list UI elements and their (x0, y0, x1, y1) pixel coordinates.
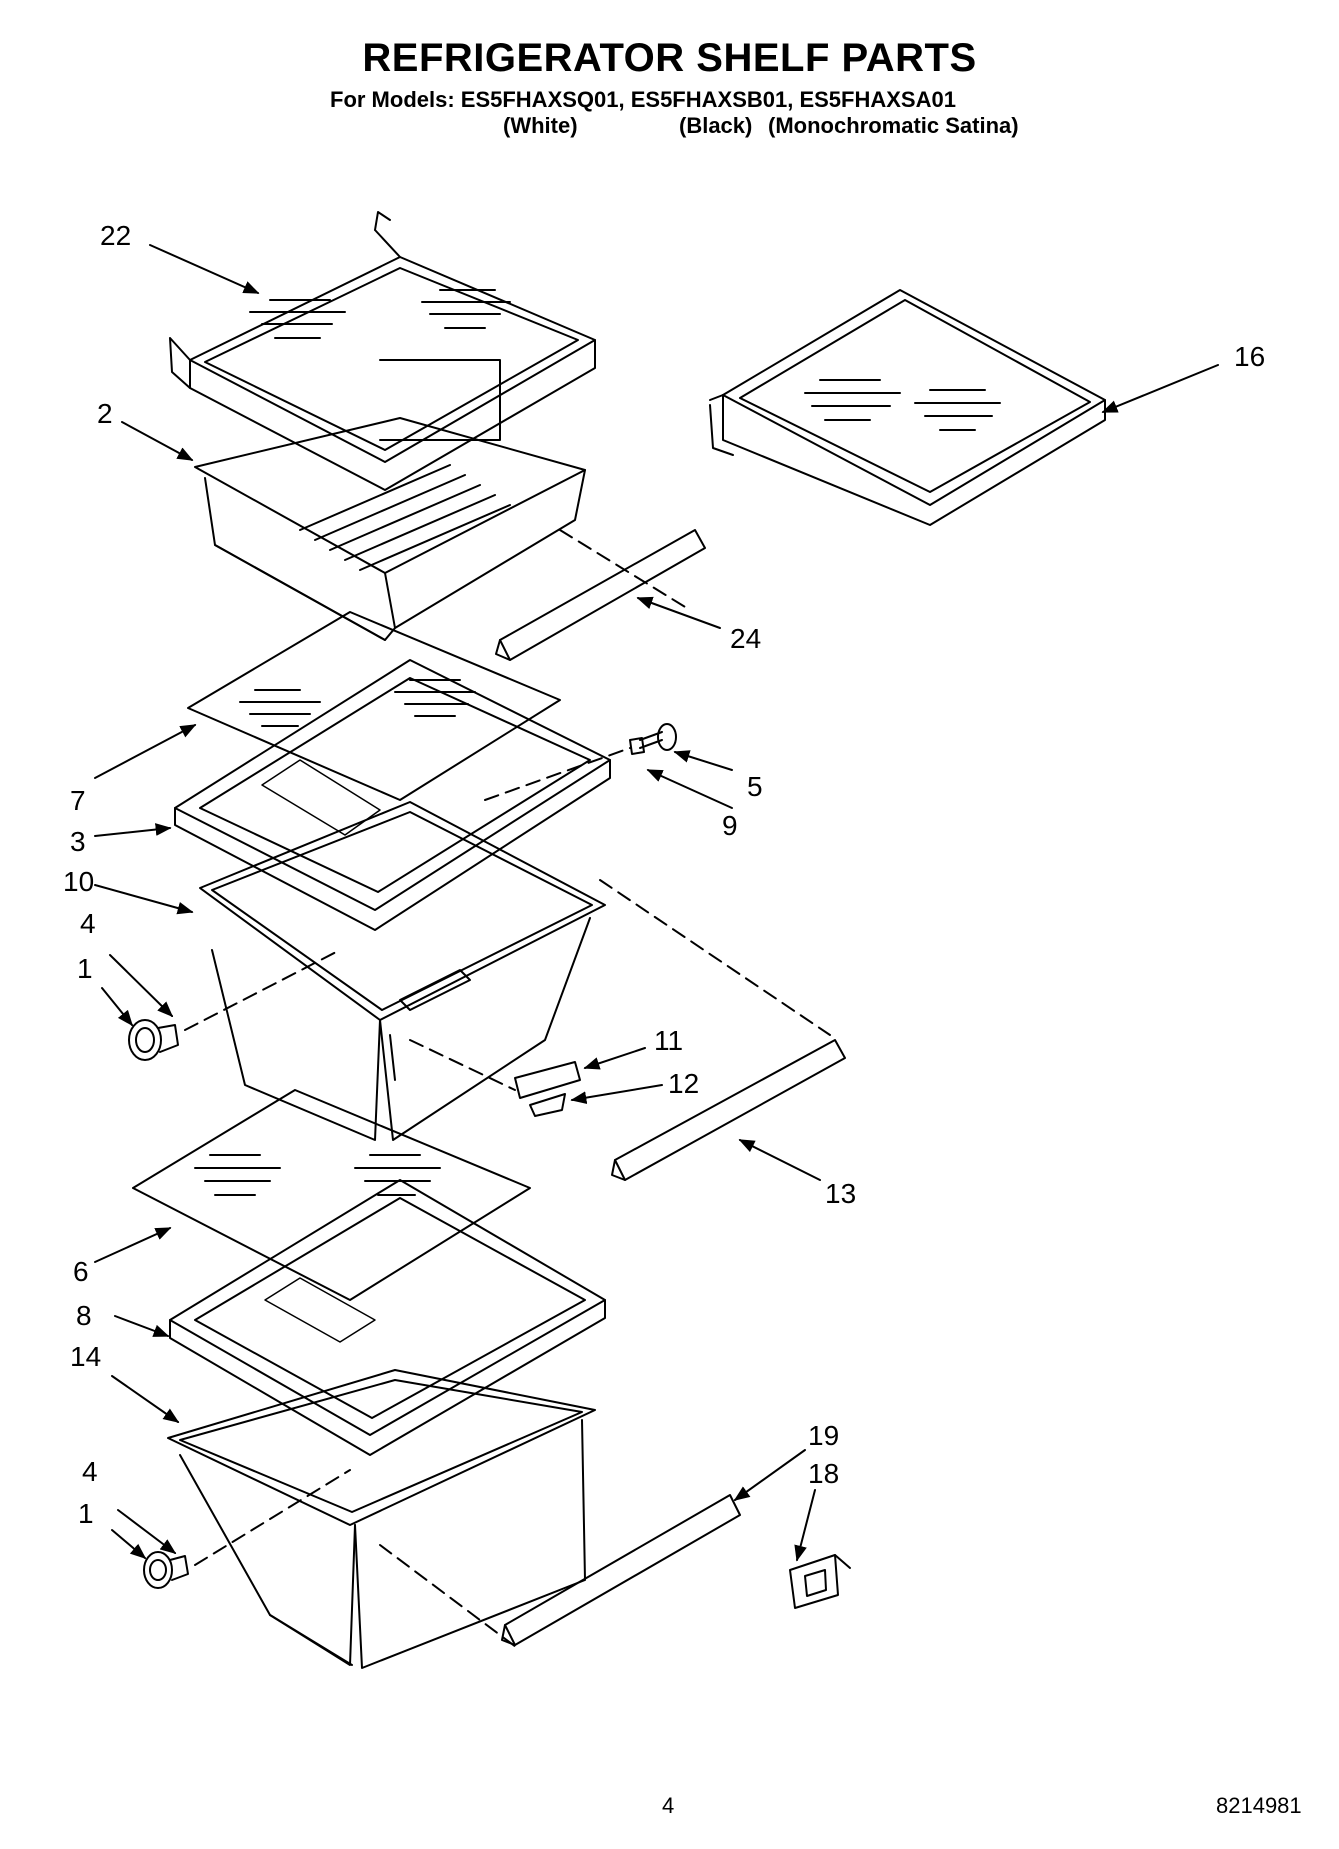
callout-1-upper: 1 (77, 953, 93, 984)
part-11-12-bracket (514, 1061, 581, 1117)
callout-13: 13 (825, 1178, 857, 1209)
callout-18: 18 (808, 1458, 840, 1489)
variant-satina: (Monochromatic Satina) (768, 113, 1019, 138)
callout-arrows (94, 244, 1219, 1562)
callout-6: 6 (73, 1256, 89, 1287)
callout-2: 2 (97, 398, 113, 429)
callout-8: 8 (76, 1300, 92, 1331)
part-1-wheel-upper (128, 1019, 179, 1061)
part-24-rail (495, 529, 706, 661)
part-1-wheel-lower (143, 1551, 189, 1589)
page-number: 4 (662, 1793, 675, 1818)
document-number: 8214981 (1216, 1793, 1302, 1818)
callout-9: 9 (722, 810, 738, 841)
callout-24: 24 (730, 623, 762, 654)
page-title: REFRIGERATOR SHELF PARTS (362, 36, 977, 80)
callout-11: 11 (654, 1025, 684, 1056)
callout-4-lower: 4 (82, 1456, 98, 1487)
models-line: For Models: ES5FHAXSQ01, ES5FHAXSB01, ES… (330, 87, 956, 112)
callout-12: 12 (668, 1068, 700, 1099)
part-16-glass-shelf (709, 289, 1106, 526)
variant-black: (Black) (679, 113, 753, 138)
callout-16: 16 (1234, 341, 1266, 372)
part-2-crisper-drawer (194, 417, 586, 641)
callout-22: 22 (100, 220, 132, 251)
part-19-rail (501, 1494, 741, 1646)
callout-3: 3 (70, 826, 86, 857)
part-10-crisper-drawer (199, 801, 606, 1141)
part-8-crisper-cover (169, 1179, 606, 1456)
callout-1-lower: 1 (78, 1498, 94, 1529)
part-7-glass-panel (187, 611, 561, 801)
callout-14: 14 (70, 1341, 102, 1372)
callout-19: 19 (808, 1420, 840, 1451)
callout-5: 5 (747, 771, 763, 802)
part-18-clip (789, 1554, 851, 1609)
part-6-glass-panel (132, 1089, 531, 1301)
variant-white: (White) (503, 113, 578, 138)
part-22-top-shelf (169, 211, 596, 491)
part-3-crisper-cover (174, 659, 611, 931)
callout-4-upper: 4 (80, 908, 96, 939)
callout-7: 7 (70, 785, 86, 816)
guide-line (559, 529, 691, 611)
part-13-rail (611, 1039, 846, 1181)
part-14-crisper-drawer (167, 1369, 596, 1669)
part-5-shaft (629, 723, 677, 755)
callout-10: 10 (63, 866, 95, 897)
